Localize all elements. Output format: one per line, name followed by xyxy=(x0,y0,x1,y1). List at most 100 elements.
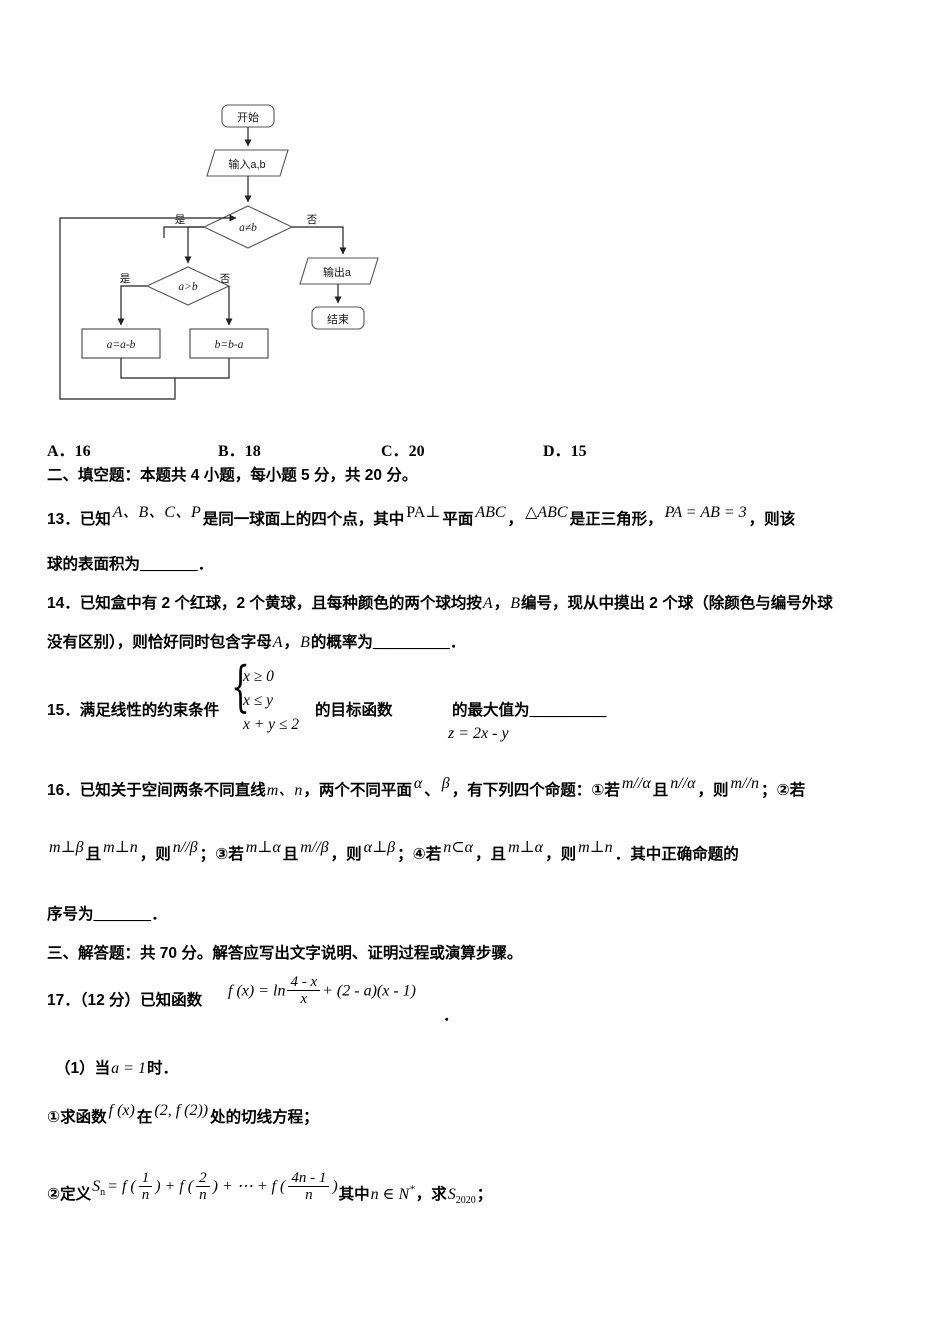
q17-sub1-mark: ① xyxy=(47,1109,61,1126)
q16-period: ． xyxy=(151,906,167,923)
q17-sub2-eq: = f ( xyxy=(107,1177,136,1195)
q13-period: ． xyxy=(197,556,214,573)
q17-part1-text-b: 时． xyxy=(146,1060,178,1077)
q14-math-b2: B xyxy=(300,634,310,651)
q17-formula-rhs: + (2 - a)(x - 1) xyxy=(322,982,416,1000)
flowchart-label-decision2: a>b xyxy=(178,281,198,293)
q17-formula-frac-den: x xyxy=(287,990,321,1007)
q17-sub1-text-c: 处的切线方程； xyxy=(210,1109,319,1126)
q14-line2a: 没有区别），则恰好同时包含字母 xyxy=(47,634,272,651)
q16-prop2-mark: ②若 xyxy=(776,782,806,799)
q13-part1: 已知 xyxy=(79,511,111,528)
q17-sub2-frac3-den: n xyxy=(288,1186,330,1203)
option-b[interactable]: B．18 xyxy=(218,437,261,461)
q16-prop2-res: n//β xyxy=(172,839,198,856)
q14-answer-blank[interactable]: ________ xyxy=(372,634,450,651)
q17-sub1-text-a: 求函数 xyxy=(60,1109,107,1126)
option-c[interactable]: C．20 xyxy=(381,437,425,461)
q16-sep: 、 xyxy=(424,782,440,799)
q14-line2b: 的概率为 xyxy=(310,634,373,651)
q17-sub2-s2020-symbol: S xyxy=(447,1185,456,1203)
q14-math-a2: A xyxy=(272,634,283,651)
q13-part6: ，则该 xyxy=(748,511,796,528)
option-a[interactable]: A．16 xyxy=(47,437,91,461)
q16-prop3-mark: ③若 xyxy=(215,846,244,863)
q13-math-points: A、B、C、P xyxy=(112,504,201,521)
q15-text3: 的最大值为________ xyxy=(452,703,606,719)
q14-line1b: 编号，现从中摸出 2 个球（除颜色与编号外球 xyxy=(521,595,833,612)
q17-sub2-frac1-num: 1 xyxy=(141,1170,150,1186)
q14-number: 14． xyxy=(47,595,80,612)
q16-prop3-c1: m⊥α xyxy=(245,839,281,856)
q16-prop1-and: 且 xyxy=(652,782,669,799)
q14-math-a: A xyxy=(482,595,493,612)
q17-part1-math: a = 1 xyxy=(111,1060,146,1077)
q17-score: （12 分） xyxy=(79,992,141,1009)
q15-constraints: x ≥ 0 x ≤ y x + y ≤ 2 xyxy=(243,665,299,737)
flowchart-node-process-right xyxy=(189,328,269,359)
q15-number: 15． xyxy=(47,702,80,719)
q16-prop1-c2: n//α xyxy=(670,775,696,792)
q16-answer-blank[interactable]: ______ xyxy=(93,906,152,923)
q15-constraint-2: x ≤ y xyxy=(243,692,274,710)
flowchart-label-start: 开始 xyxy=(237,110,259,124)
option-a-letter: A． xyxy=(47,443,75,460)
flowchart-node-output xyxy=(299,257,379,285)
flowchart-node-decision2 xyxy=(145,266,231,306)
flowchart-label-input: 输入a,b xyxy=(228,157,265,171)
q17-sub2-frac2-den: n xyxy=(196,1186,210,1203)
q16-prop4-and: ，且 xyxy=(475,846,507,863)
section-2-heading: 二、填空题：本题共 4 小题，每小题 5 分，共 20 分。 xyxy=(47,467,418,484)
q16-prop4-c2: m⊥α xyxy=(508,839,544,856)
q17-sub2-math-n-star: * xyxy=(409,1183,415,1196)
option-a-value: 16 xyxy=(74,443,91,460)
q16-number: 16． xyxy=(47,782,80,799)
q15-answer-blank[interactable]: ________ xyxy=(529,702,607,719)
option-d[interactable]: D．15 xyxy=(543,437,587,461)
q17-sub2-text-a: 定义 xyxy=(60,1185,92,1203)
question-17-sub-2: ②定义Sn= f ( 1 n ) + f ( 2 n ) + ⋯ + f ( 4… xyxy=(47,1170,492,1211)
q17-part1-text-a: 当 xyxy=(94,1060,111,1077)
q15-text3-label: 的最大值为 xyxy=(452,702,530,719)
option-b-value: 18 xyxy=(244,443,261,460)
q17-sub2-frac3-num: 4n - 1 xyxy=(291,1170,327,1186)
q17-sub2-fraction-3: 4n - 1 n xyxy=(286,1170,331,1203)
flowchart-branch-no-2: 否 xyxy=(220,273,231,285)
q16-prop3-c2: m//β xyxy=(300,839,329,856)
q16-prop2-end: ； xyxy=(199,846,216,863)
q16-prop1-c1: m//α xyxy=(621,775,651,792)
flowchart-label-process-left: a=a-b xyxy=(107,339,136,351)
q13-math-pa-perp: PA⊥ xyxy=(406,504,441,521)
option-b-letter: B． xyxy=(218,443,245,460)
q17-sub2-fraction-2: 2 n xyxy=(194,1170,212,1203)
q13-answer-blank[interactable]: ______ xyxy=(140,556,198,573)
q17-sub2-frac2-num: 2 xyxy=(199,1170,207,1186)
q13-part2: 是同一球面上的四个点，其中 xyxy=(202,511,405,528)
q17-sub2-sn-subscript: n xyxy=(100,1186,106,1198)
q14-line1a: 已知盒中有 2 个红球，2 个黄球，且每种颜色的两个球均按 xyxy=(79,595,482,612)
q16-prop4-mark: ④若 xyxy=(412,846,442,863)
q14-comma1: ， xyxy=(493,595,510,612)
q17-number: 17． xyxy=(47,992,80,1009)
question-17-part-1: （1）当a = 1时． xyxy=(55,1061,178,1077)
q14-math-b: B xyxy=(510,595,520,612)
flowchart-branch-yes-1: 是 xyxy=(175,214,186,226)
q17-sub2-math-n-body: n ∈ N xyxy=(370,1185,410,1203)
q17-sub1-text-b: 在 xyxy=(136,1109,153,1126)
q17-text: 已知函数 xyxy=(140,992,203,1009)
question-16-line-3: 序号为______． xyxy=(47,907,167,923)
option-c-letter: C． xyxy=(381,443,409,460)
q17-sub2-mark: ② xyxy=(47,1185,61,1203)
q17-sub2-sn: Sn xyxy=(91,1178,106,1198)
flowchart-node-end xyxy=(311,306,365,330)
q17-formula-lhs: f (x) = ln xyxy=(228,982,286,1000)
option-d-value: 15 xyxy=(570,443,587,460)
q16-prop3-res: α⊥β xyxy=(363,839,396,856)
q16-prop2-c2: m⊥n xyxy=(103,839,138,856)
q17-formula-fraction: 4 - x x xyxy=(285,974,322,1007)
q17-formula: f (x) = ln 4 - x x + (2 - a)(x - 1) xyxy=(228,974,416,1008)
question-14-line-2: 没有区别），则恰好同时包含字母A，B的概率为________． xyxy=(47,635,465,651)
